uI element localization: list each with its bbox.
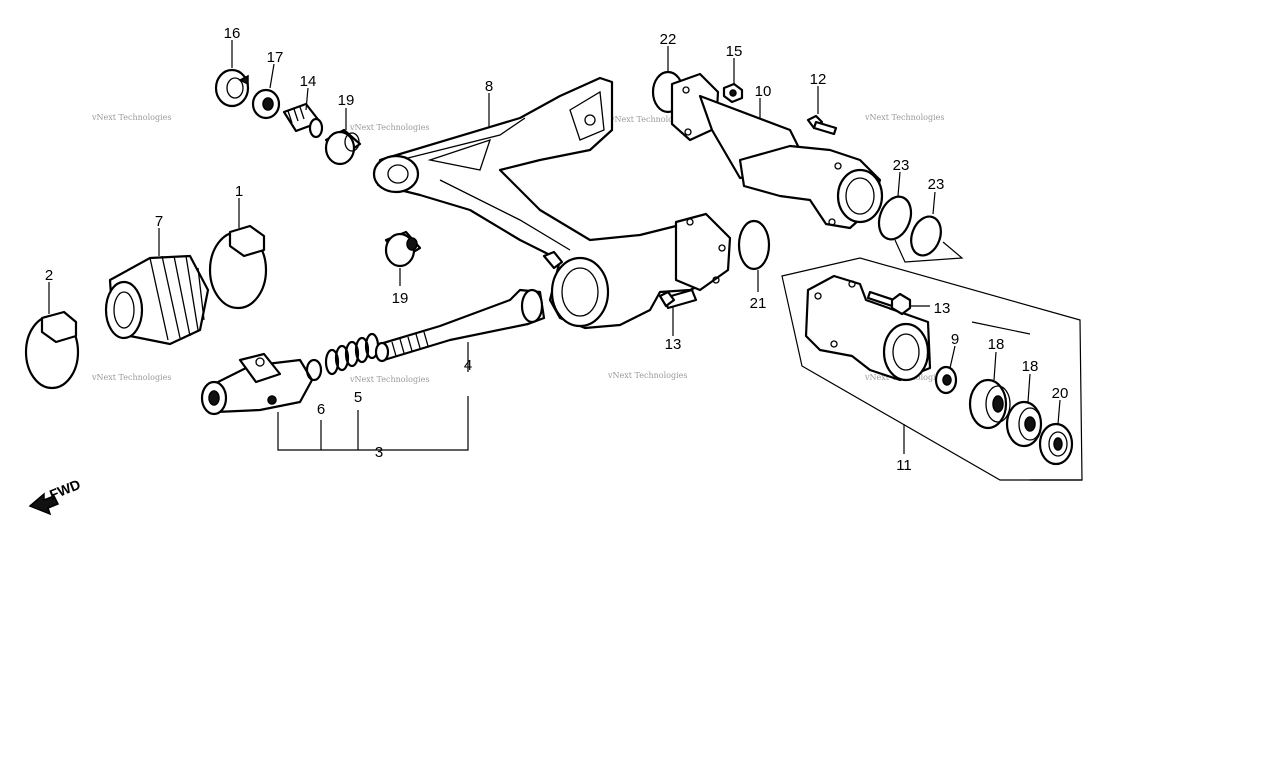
part-8-swing-arm <box>372 76 732 330</box>
callout-20: 20 <box>1052 385 1069 402</box>
forward-direction-indicator: FWD <box>28 476 83 516</box>
part-3-universal-joint <box>200 352 314 416</box>
callout-23-b: 23 <box>928 176 945 193</box>
part-3-bracket-ticks <box>320 410 359 450</box>
part-9-washer <box>934 365 958 395</box>
callout-14: 14 <box>300 73 317 90</box>
part-20-oil-seal <box>1038 422 1074 466</box>
callout-6: 6 <box>317 401 325 418</box>
part-5-spring <box>324 332 380 376</box>
callout-23-a: 23 <box>893 157 910 174</box>
callout-18-b: 18 <box>1022 358 1039 375</box>
callout-2: 2 <box>45 267 53 284</box>
part-3-bracket <box>277 396 469 451</box>
watermark: vNext Technologies <box>91 373 171 382</box>
callout-22: 22 <box>660 31 677 48</box>
part-11-bearing-holder <box>804 274 932 382</box>
callout-7: 7 <box>155 213 163 230</box>
part-23-o-ring-a <box>877 195 913 241</box>
callout-labels: 1 2 3 4 5 6 7 8 9 10 11 12 13 13 14 15 1… <box>45 25 1069 474</box>
part-23-o-ring-b <box>910 215 942 257</box>
callout-16: 16 <box>224 25 241 42</box>
leader-lines <box>48 40 1061 454</box>
watermark: vNext Technologies <box>609 115 689 124</box>
callout-19-top: 19 <box>338 92 355 109</box>
part-13-bolt-lower <box>658 288 698 310</box>
fwd-arrow-icon <box>28 492 60 516</box>
part-2-boot-clamp <box>24 310 80 390</box>
watermark: vNext Technologies <box>607 371 687 380</box>
callout-9: 9 <box>951 331 959 348</box>
callout-19-middle: 19 <box>392 290 409 307</box>
part-6-ring <box>305 358 323 382</box>
part-21-o-ring <box>737 219 771 271</box>
callout-11: 11 <box>896 457 912 474</box>
part-16-snap-ring <box>214 68 250 108</box>
callout-10: 10 <box>755 83 772 100</box>
watermark: vNext Technologies <box>91 113 171 122</box>
fwd-label: FWD <box>47 476 83 503</box>
callout-12: 12 <box>810 71 827 88</box>
callout-1: 1 <box>235 183 243 200</box>
part-23-bracket <box>894 239 964 263</box>
part-13-bolt-holder <box>866 290 912 316</box>
part-19-bearing-top <box>324 128 362 166</box>
part-15-nut <box>722 82 744 104</box>
callout-4: 4 <box>464 357 472 374</box>
part-14-pivot-bolt <box>282 102 324 139</box>
watermark: vNext Technologies <box>864 113 944 122</box>
part-17-washer <box>251 88 281 120</box>
watermark: vNext Technologies <box>349 375 429 384</box>
callout-13-holder: 13 <box>934 300 951 317</box>
callout-18-a: 18 <box>988 336 1005 353</box>
part-1-boot-clamp <box>208 224 268 310</box>
watermark: vNext Technologies <box>349 123 429 132</box>
part-12-bolt <box>806 114 838 136</box>
callout-3: 3 <box>375 444 383 461</box>
part-10-drive-housing <box>670 72 884 230</box>
part-18-bearing-a <box>968 378 1011 430</box>
callout-13-lower: 13 <box>665 336 682 353</box>
callout-15: 15 <box>726 43 743 60</box>
part-4-drive-shaft <box>374 288 546 363</box>
callout-5: 5 <box>354 389 362 406</box>
part-11-outline-inner <box>971 321 1082 481</box>
part-19-bearing-middle <box>384 230 422 268</box>
part-7-boot <box>104 254 210 346</box>
callout-8: 8 <box>485 78 493 95</box>
part-18-bearing-b <box>1005 400 1043 448</box>
callout-21: 21 <box>750 295 767 312</box>
callout-17: 17 <box>267 49 284 66</box>
